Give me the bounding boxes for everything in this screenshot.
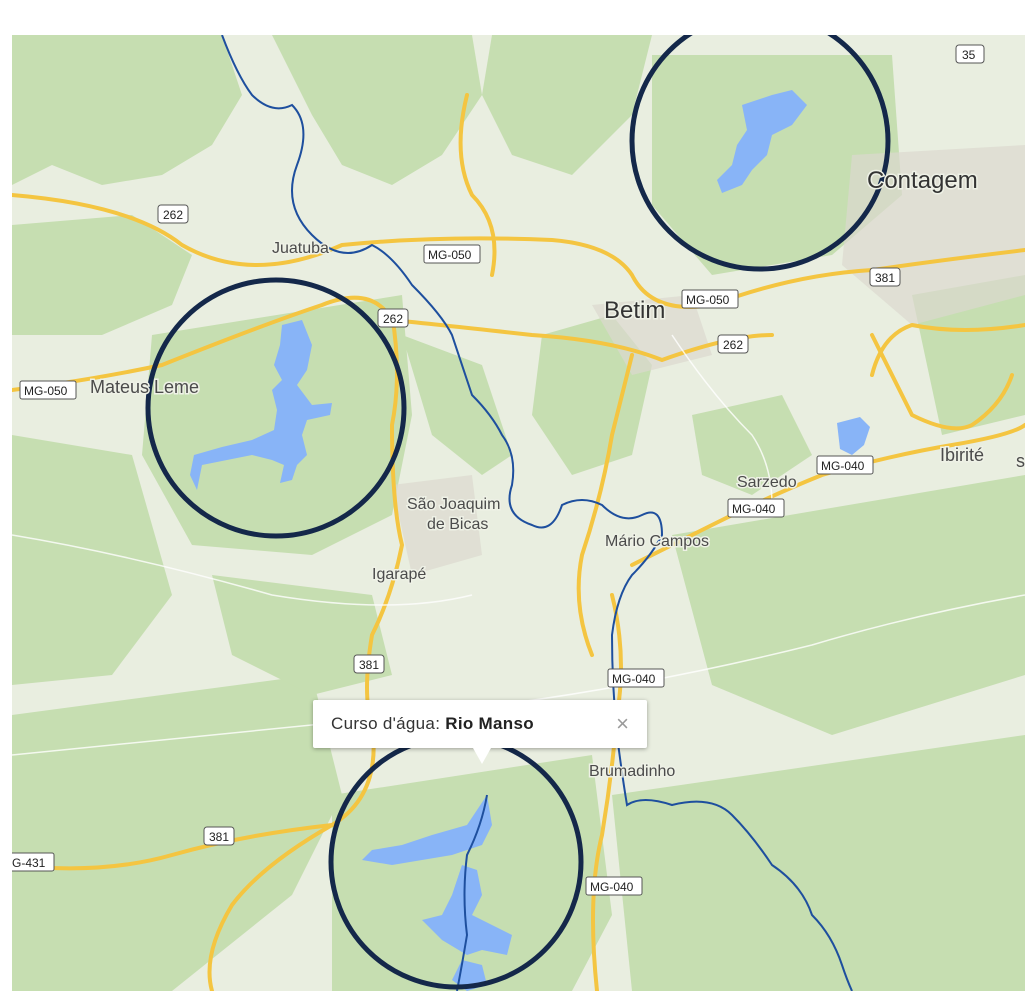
shield-mg050-a: MG-050 xyxy=(423,244,481,264)
label-mario-campos: Mário Campos xyxy=(605,533,709,550)
reservoir-rio-manso xyxy=(362,795,512,991)
svg-text:262: 262 xyxy=(383,312,403,326)
svg-text:35: 35 xyxy=(962,48,976,62)
shield-mg040-d: MG-040 xyxy=(585,876,643,896)
highlight-circle-vargem xyxy=(629,35,891,272)
label-sao-joaquim-line1: São Joaquim xyxy=(407,496,500,513)
label-ibirite-cut: s xyxy=(1016,451,1025,471)
popup-text: Curso d'água: Rio Manso xyxy=(331,714,534,734)
label-mateus-leme: Mateus Leme xyxy=(90,377,199,397)
close-icon[interactable]: × xyxy=(616,711,629,736)
label-contagem: Contagem xyxy=(867,167,978,194)
river-paraopeba xyxy=(221,35,853,991)
shield-381-c: 381 xyxy=(203,826,235,846)
highlight-circle-serra-azul xyxy=(145,277,407,539)
svg-text:381: 381 xyxy=(359,658,379,672)
shield-35: 35 xyxy=(955,44,985,64)
svg-text:G-431: G-431 xyxy=(12,856,46,870)
river-rio-manso xyxy=(456,794,488,991)
info-popup: Curso d'água: Rio Manso × xyxy=(313,700,647,764)
svg-text:MG-040: MG-040 xyxy=(612,672,656,686)
shield-262-a: 262 xyxy=(157,204,189,224)
shield-262-c: 262 xyxy=(717,334,749,354)
label-betim: Betim xyxy=(604,297,665,324)
label-ibirite: Ibirité xyxy=(940,445,984,465)
highlight-circles xyxy=(145,35,891,990)
svg-text:MG-040: MG-040 xyxy=(821,459,865,473)
reservoirs xyxy=(190,90,870,991)
label-juatuba: Juatuba xyxy=(272,240,329,257)
minor-roads xyxy=(12,334,1025,756)
shield-mg050-b: MG-050 xyxy=(681,289,739,309)
svg-text:381: 381 xyxy=(875,271,895,285)
rivers xyxy=(221,35,853,991)
shield-mg040-b: MG-040 xyxy=(727,498,785,518)
svg-text:MG-050: MG-050 xyxy=(24,384,68,398)
svg-text:MG-050: MG-050 xyxy=(686,293,730,307)
popup-prefix: Curso d'água: xyxy=(331,714,441,733)
popup-river-name: Rio Manso xyxy=(445,714,534,733)
svg-text:381: 381 xyxy=(209,830,229,844)
route-shields: 262 262 262 381 381 381 35 MG-050 MG-050… xyxy=(12,44,985,896)
reservoir-ibirite xyxy=(837,417,870,455)
place-labels: Contagem Betim Juatuba Mateus Leme São J… xyxy=(89,166,1025,782)
shield-mg431: G-431 xyxy=(12,852,55,872)
label-brumadinho: Brumadinho xyxy=(589,763,675,780)
map-canvas[interactable]: Contagem Betim Juatuba Mateus Leme São J… xyxy=(12,35,1025,991)
reservoir-serra-azul xyxy=(190,320,332,490)
label-igarape: Igarapé xyxy=(372,566,426,583)
svg-text:MG-050: MG-050 xyxy=(428,248,472,262)
shield-mg050-c: MG-050 xyxy=(19,380,77,400)
shield-381-b: 381 xyxy=(353,654,385,674)
svg-text:MG-040: MG-040 xyxy=(732,502,776,516)
label-sarzedo: Sarzedo xyxy=(737,474,797,491)
reservoir-vargem-das-flores xyxy=(717,90,807,193)
shield-mg040-a: MG-040 xyxy=(816,455,874,475)
shield-381-a: 381 xyxy=(869,267,901,287)
svg-text:MG-040: MG-040 xyxy=(590,880,634,894)
popup-pointer xyxy=(473,748,491,764)
label-sao-joaquim-line2: de Bicas xyxy=(427,516,488,533)
svg-text:262: 262 xyxy=(163,208,183,222)
shield-262-b: 262 xyxy=(377,308,409,328)
shield-mg040-c: MG-040 xyxy=(607,668,665,688)
svg-text:262: 262 xyxy=(723,338,743,352)
